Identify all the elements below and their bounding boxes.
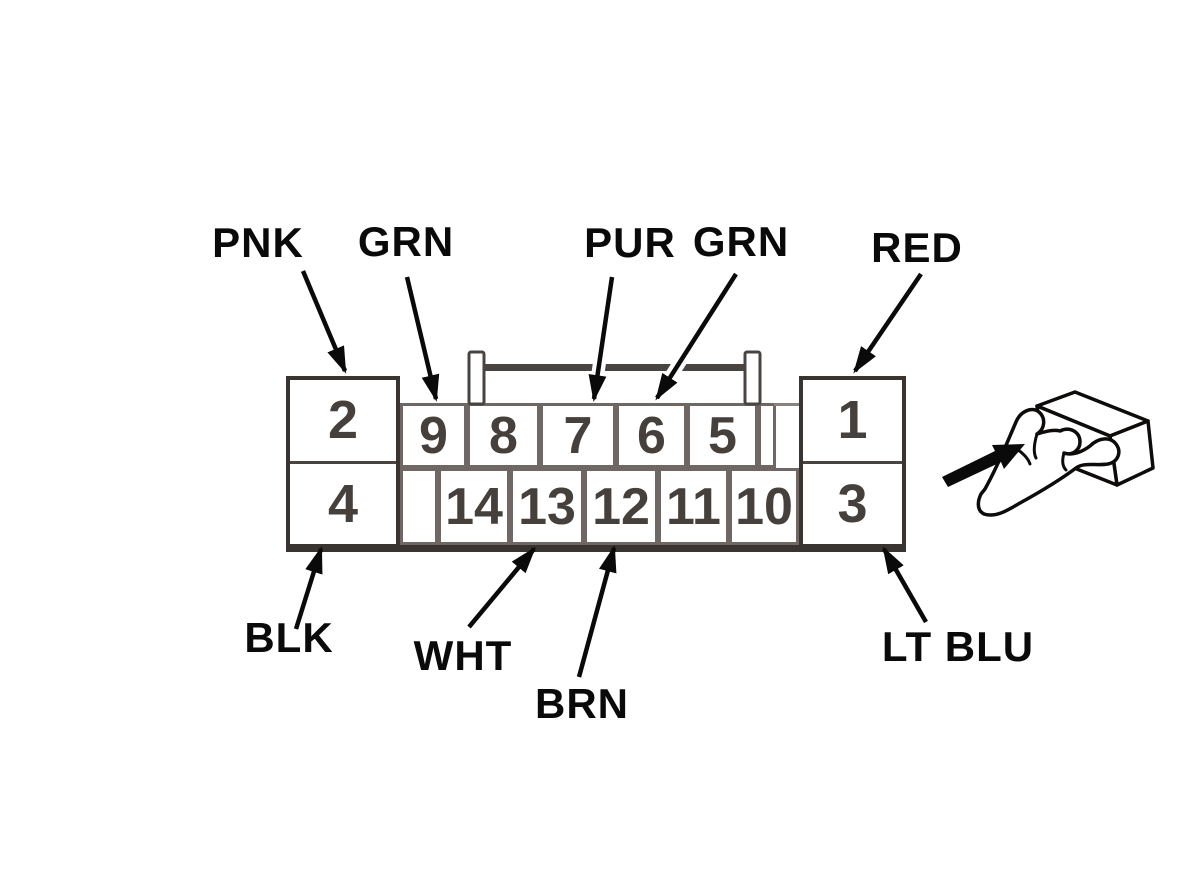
direction-arrow-icon — [942, 444, 1025, 487]
connector-lock-tab — [467, 350, 762, 406]
wire-label-brn: BRN — [535, 680, 629, 727]
pin-cavity-9: 9 — [400, 403, 467, 468]
pin-block-left: 2 4 — [286, 376, 400, 548]
empty-cavity-bottom — [400, 468, 438, 545]
pin-cavity-10: 10 — [729, 468, 799, 545]
pin-cavity-4: 4 — [290, 460, 396, 545]
pin-cavity-13: 13 — [510, 468, 584, 545]
hand-outline — [976, 407, 1121, 517]
leader-arrow-red — [853, 272, 923, 374]
hand-holding-connector-icon — [942, 390, 1155, 517]
pin-cavity-8: 8 — [467, 403, 540, 468]
pin-cavity-6: 6 — [616, 403, 687, 468]
pin-cavity-1: 1 — [837, 390, 868, 451]
pin-block-right: 1 3 — [799, 376, 906, 548]
leader-arrow-grn-6 — [655, 272, 738, 401]
pin-cavity-2: 2 — [327, 390, 359, 451]
connector-bottom-edge — [286, 545, 906, 552]
pin-cavity-11: 11 — [658, 468, 729, 545]
pin-cavity-3: 3 — [803, 460, 902, 545]
wire-label-wht: WHT — [413, 632, 513, 679]
wire-label-pnk: PNK — [212, 219, 304, 266]
pin-cavity-7: 7 — [540, 403, 616, 468]
wire-label-grn-pin9: GRN — [357, 218, 455, 265]
empty-cavity-top — [758, 403, 776, 468]
leader-arrow-brn — [576, 545, 617, 678]
wire-label-pur: PUR — [584, 219, 676, 266]
leader-arrow-wht — [467, 546, 536, 629]
connector-top-edge-segment — [774, 403, 799, 406]
pin-cavity-5: 5 — [687, 403, 758, 468]
leader-arrow-lt-blu — [882, 546, 928, 624]
pin-cavity-12: 12 — [584, 468, 658, 545]
wire-label-red: RED — [871, 224, 963, 271]
leader-arrow-grn-9 — [404, 276, 440, 402]
wire-label-lt-blu: LT BLU — [881, 623, 1035, 670]
leader-arrows — [289, 268, 932, 679]
wire-label-grn-pin6: GRN — [692, 218, 790, 265]
wire-label-blk: BLK — [244, 614, 334, 661]
leader-arrow-blk — [293, 546, 324, 630]
pin-cavity-14: 14 — [438, 468, 510, 545]
leader-arrow-pnk — [300, 270, 348, 374]
leader-arrow-pur — [588, 276, 615, 402]
